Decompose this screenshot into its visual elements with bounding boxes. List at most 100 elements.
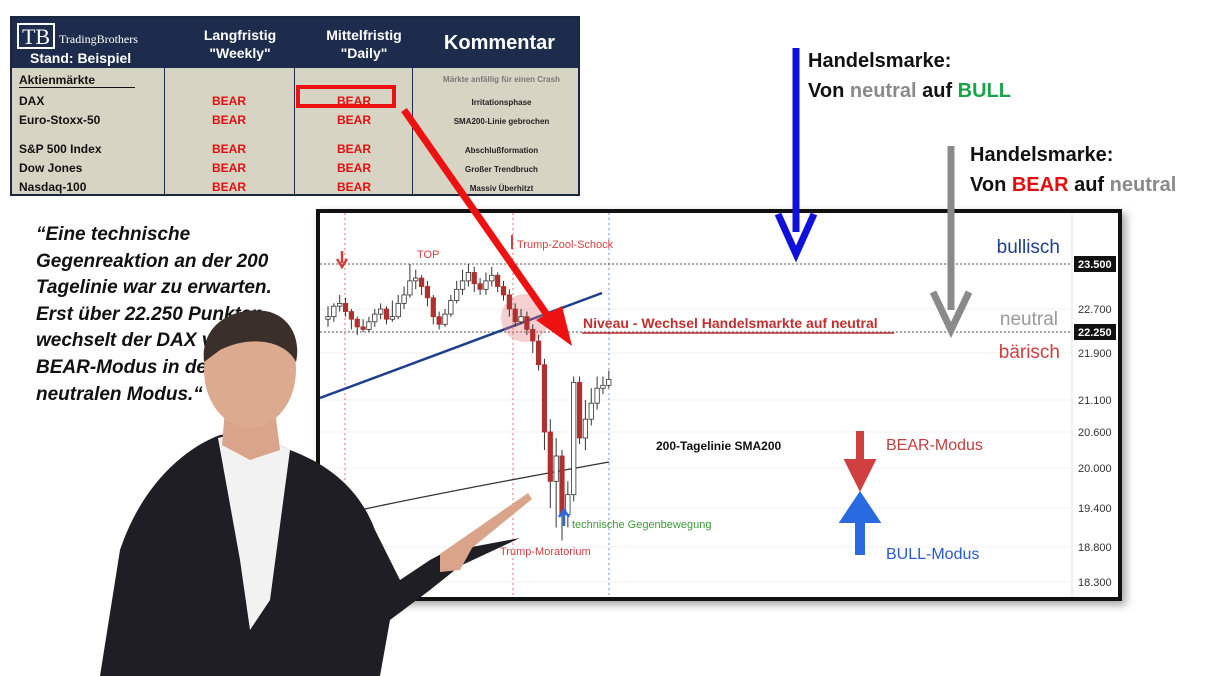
section-note: Märkte anfällig für einen Crash	[443, 75, 560, 84]
presenter-figure	[100, 310, 532, 676]
candle-body	[553, 455, 559, 482]
top-arrow-icon	[335, 251, 349, 270]
candle-body	[582, 418, 589, 439]
bear-mode-label: BEAR-Modus	[886, 437, 983, 454]
row-daily: BEAR	[336, 161, 371, 175]
candle-body	[337, 302, 343, 307]
y-tick-label: 19.400	[1078, 503, 1112, 515]
col-weekly-header: Langfristig "Weekly"	[203, 27, 277, 61]
candle-body	[419, 277, 425, 287]
y-tick-label: 20.600	[1078, 427, 1112, 439]
candle-body	[547, 431, 553, 482]
candles	[325, 264, 612, 541]
row-daily: BEAR	[336, 142, 371, 156]
candle-body	[495, 274, 501, 287]
row-weekly: BEAR	[211, 142, 246, 156]
candle-body	[366, 321, 372, 330]
row-comment: Abschlußformation	[464, 146, 539, 155]
candle-body	[483, 280, 489, 290]
sma-label: 200-Tagelinie SMA200	[656, 439, 781, 453]
candle-body	[606, 379, 612, 386]
moratorium-label: Trump-Moratorium	[500, 546, 591, 558]
counter-label: technische Gegenbewegung	[572, 519, 711, 531]
zone-bearish: bärisch	[999, 342, 1060, 363]
pointing-hand	[440, 493, 532, 572]
y-tick-label: 21.900	[1078, 348, 1112, 360]
row-name: DAX	[19, 94, 45, 108]
row-name: Dow Jones	[19, 161, 83, 175]
suit	[100, 430, 520, 676]
candle-body	[389, 316, 395, 320]
y-tick-label: 18.800	[1078, 542, 1112, 554]
candle-body	[360, 326, 366, 330]
handelsmarke-2-title: Handelsmarke:	[970, 144, 1114, 166]
candle-body	[372, 313, 378, 323]
candle-body	[530, 329, 536, 342]
shirt	[218, 430, 290, 630]
candle-body	[378, 308, 384, 315]
candle-body	[348, 311, 355, 320]
bull-mode-arrow-icon	[838, 490, 882, 555]
row-weekly: BEAR	[211, 113, 246, 127]
row-comment: Irritationsphase	[471, 98, 532, 107]
row-comment: Massiv Überhitzt	[469, 184, 534, 193]
up-arrow-icon	[557, 507, 571, 526]
candle-body	[395, 302, 401, 318]
row-weekly: BEAR	[211, 94, 246, 108]
candle-body	[407, 280, 413, 296]
row-comment: Großer Trendbruch	[465, 165, 538, 174]
row-comment: SMA200-Linie gebrochen	[453, 117, 550, 126]
col-comment-header: Kommentar	[443, 32, 556, 54]
row-name: Euro-Stoxx-50	[19, 113, 101, 127]
table-divider	[412, 68, 413, 194]
candle-body	[600, 384, 606, 389]
row-name: S&P 500 Index	[19, 142, 102, 156]
handelsmarke-1: Handelsmarke: Von neutral auf BULL	[808, 46, 1011, 106]
signal-table: TB TradingBrothers Stand: Beispiel Langf…	[10, 16, 580, 196]
candle-body	[424, 286, 431, 299]
top-label: TOP	[417, 249, 439, 261]
candle-body	[594, 387, 600, 404]
candle-body	[413, 277, 419, 282]
dax-daily-highlight-box	[296, 85, 396, 108]
candle-body	[576, 381, 583, 439]
table-divider	[294, 68, 295, 194]
candle-body	[489, 274, 495, 282]
table-divider	[164, 68, 165, 194]
shock-label: Trump-Zool-Schock	[517, 239, 614, 251]
table-header: TB TradingBrothers Stand: Beispiel Langf…	[12, 18, 578, 68]
candle-body	[477, 283, 483, 290]
row-daily: BEAR	[336, 113, 371, 127]
row-weekly: BEAR	[211, 180, 246, 194]
y-tick-highlight	[1074, 256, 1116, 272]
niveau-label: Niveau - Wechsel Handelsmarkte auf neutr…	[583, 315, 878, 331]
tradingbrothers-logo: TB	[17, 23, 55, 49]
hair	[203, 310, 298, 362]
handelsmarke-2-change: Von BEAR auf neutral	[970, 174, 1177, 196]
y-axis: 23.50022.70022.25021.90021.10020.60020.0…	[1074, 256, 1116, 589]
candle-body	[465, 272, 471, 282]
y-tick-label: 18.300	[1078, 577, 1112, 589]
section-label: Aktienmärkte	[19, 73, 96, 87]
y-tick-label: 22.250	[1078, 327, 1112, 339]
quote-text: “Eine technische Gegenreaktion an der 20…	[36, 224, 272, 405]
brand-name: TradingBrothers	[59, 32, 138, 46]
y-tick-label: 20.000	[1078, 463, 1112, 475]
candle-body	[383, 308, 390, 320]
candle-body	[588, 402, 594, 420]
candle-body	[454, 288, 460, 301]
candle-body	[325, 316, 331, 320]
section-underline	[19, 87, 135, 88]
candle-body	[459, 280, 466, 290]
bear-mode-arrow-icon	[843, 431, 877, 492]
candle-body	[541, 364, 548, 433]
candle-body	[342, 302, 349, 312]
y-tick-highlight	[1074, 324, 1116, 340]
y-tick-label: 22.700	[1078, 304, 1112, 316]
y-tick-label: 23.500	[1078, 259, 1112, 271]
col-daily-header: Mittelfristig "Daily"	[326, 27, 402, 61]
candle-body	[500, 286, 507, 296]
bull-mode-label: BULL-Modus	[886, 546, 979, 563]
row-weekly: BEAR	[211, 161, 246, 175]
handelsmarke-2: Handelsmarke: Von BEAR auf neutral	[970, 140, 1176, 200]
